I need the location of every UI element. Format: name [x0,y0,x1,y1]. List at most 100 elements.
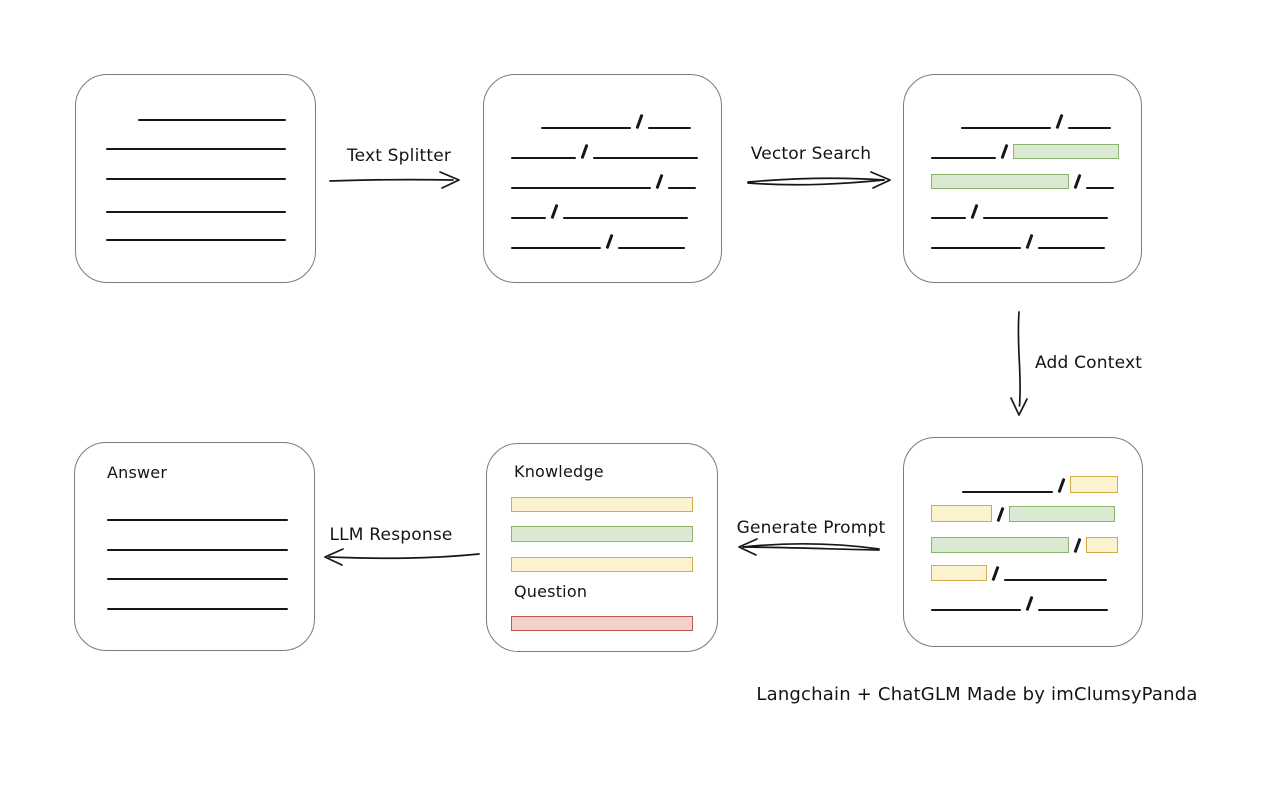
chunk-row [511,171,696,190]
generate-prompt-arrow [738,538,880,556]
chunk-row [511,141,698,160]
diagram-caption: Langchain + ChatGLM Made by imClumsyPand… [756,684,1198,705]
text-line [668,187,696,189]
text-line [1004,579,1107,581]
chunk-row [138,103,286,121]
text-line [106,239,286,241]
text-line [511,157,576,159]
answer-box: Answer [74,442,315,651]
green-bar [511,526,693,542]
text-splitter-arrow [329,171,460,189]
text-line [961,127,1051,129]
chunk-row [511,231,685,250]
text-line [1038,247,1105,249]
yellow-bar [511,497,693,512]
text-line [931,157,996,159]
text-line [511,217,546,219]
split-mark [1025,595,1034,612]
chunk-row [106,195,286,213]
text-line [511,187,651,189]
chunk-row [107,562,288,580]
split-mark [1025,233,1034,250]
text-line [106,178,286,180]
vector-search-arrow [747,171,891,189]
split-document-box [483,74,722,283]
chunk-row [541,111,691,130]
knowledge-label: Knowledge [514,462,604,481]
text-line [106,211,286,213]
split-mark [1073,173,1082,190]
split-mark [605,233,614,250]
split-mark [1000,143,1009,160]
chunk-row [107,592,288,610]
text-line [931,247,1021,249]
matched-chunks-box [903,74,1142,283]
add-context-label: Add Context [1035,353,1143,373]
split-mark [996,506,1005,523]
add-context-arrow [1010,311,1028,416]
text-line [563,217,688,219]
chunk-row [931,535,1118,554]
chunk-row [107,533,288,551]
text-line [1086,187,1114,189]
red-bar [511,616,693,631]
question-label: Question [514,582,588,601]
chunk-row [962,475,1118,494]
yellow-chunk [931,565,987,581]
split-mark [655,173,664,190]
text-line [962,491,1053,493]
context-chunks-box [903,437,1143,647]
chunk-row [511,201,688,220]
chunk-row [931,504,1115,523]
text-line [593,157,698,159]
chunk-row [961,111,1111,130]
text-line [1038,609,1108,611]
green-chunk [1009,506,1115,522]
prompt-box: Knowledge Question [486,443,718,652]
vector-search-label: Vector Search [750,144,872,164]
split-mark [1057,477,1066,494]
chunk-row [107,503,288,521]
chunk-row [106,132,286,150]
text-splitter-label: Text Splitter [346,146,452,166]
text-line [107,578,288,580]
text-line [931,217,966,219]
chunk-row [106,162,286,180]
yellow-chunk [931,505,992,522]
green-chunk [1013,144,1119,159]
generate-prompt-label: Generate Prompt [736,518,886,538]
text-line [106,148,286,150]
yellow-chunk [1086,537,1118,553]
text-line [107,549,288,551]
chunk-row [931,171,1114,190]
text-line [1068,127,1111,129]
text-line [511,247,601,249]
text-line [107,519,288,521]
text-line [618,247,685,249]
text-line [541,127,631,129]
split-mark [580,143,589,160]
yellow-bar [511,557,693,572]
split-mark [991,565,1000,582]
text-line [138,119,286,121]
split-mark [635,113,644,130]
chunk-row [931,141,1119,160]
green-chunk [931,174,1069,189]
split-mark [1055,113,1064,130]
source-document-box [75,74,316,283]
yellow-chunk [1070,476,1118,493]
llm-response-arrow [324,548,480,566]
text-line [648,127,691,129]
llm-response-label: LLM Response [329,525,453,545]
text-line [107,608,288,610]
chunk-row [106,223,286,241]
text-line [983,217,1108,219]
green-chunk [931,537,1069,553]
split-mark [550,203,559,220]
text-line [931,609,1021,611]
answer-label: Answer [107,463,168,482]
chunk-row [931,231,1105,250]
chunk-row [931,201,1108,220]
split-mark [1073,537,1082,554]
